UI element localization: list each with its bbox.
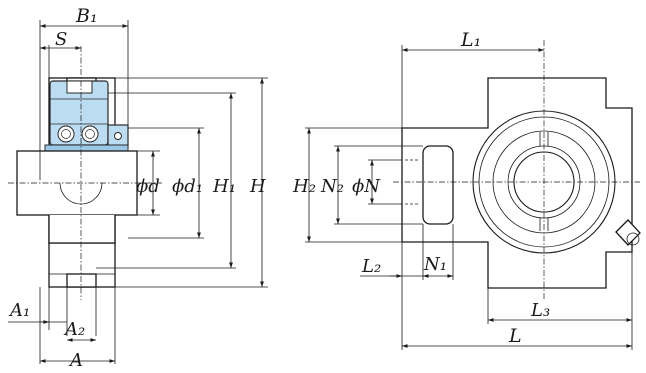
- grease-nipple-icon: [615, 219, 641, 246]
- frame-slot: [422, 145, 454, 225]
- ball-icon: [81, 125, 99, 143]
- ball-icon: [57, 125, 75, 143]
- label-N1: N₁: [423, 254, 447, 275]
- label-L3: L₃: [530, 300, 550, 321]
- label-N: ϕN: [352, 176, 381, 197]
- label-N2: N₂: [320, 176, 344, 197]
- label-S: S: [55, 29, 67, 50]
- label-L2: L₂: [361, 256, 381, 277]
- side-view: B₁ S ϕd ϕd₁ H₁ H A₁ A₂ A: [8, 5, 268, 371]
- label-d: ϕd: [136, 176, 160, 197]
- label-d1: ϕd₁: [172, 176, 203, 197]
- label-H: H: [249, 176, 266, 197]
- label-L: L: [508, 325, 522, 347]
- front-view: L₁ H₂ N₂ ϕN L₂ N₁ L₃ L: [292, 29, 641, 350]
- label-H2: H₂: [292, 176, 316, 197]
- label-A: A: [68, 350, 83, 371]
- label-L1: L₁: [460, 29, 481, 51]
- label-B1: B₁: [75, 5, 98, 27]
- label-A2: A₂: [63, 319, 85, 340]
- label-A1: A₁: [8, 300, 30, 321]
- label-H1: H₁: [212, 176, 236, 197]
- bearing-insert: [44, 80, 129, 152]
